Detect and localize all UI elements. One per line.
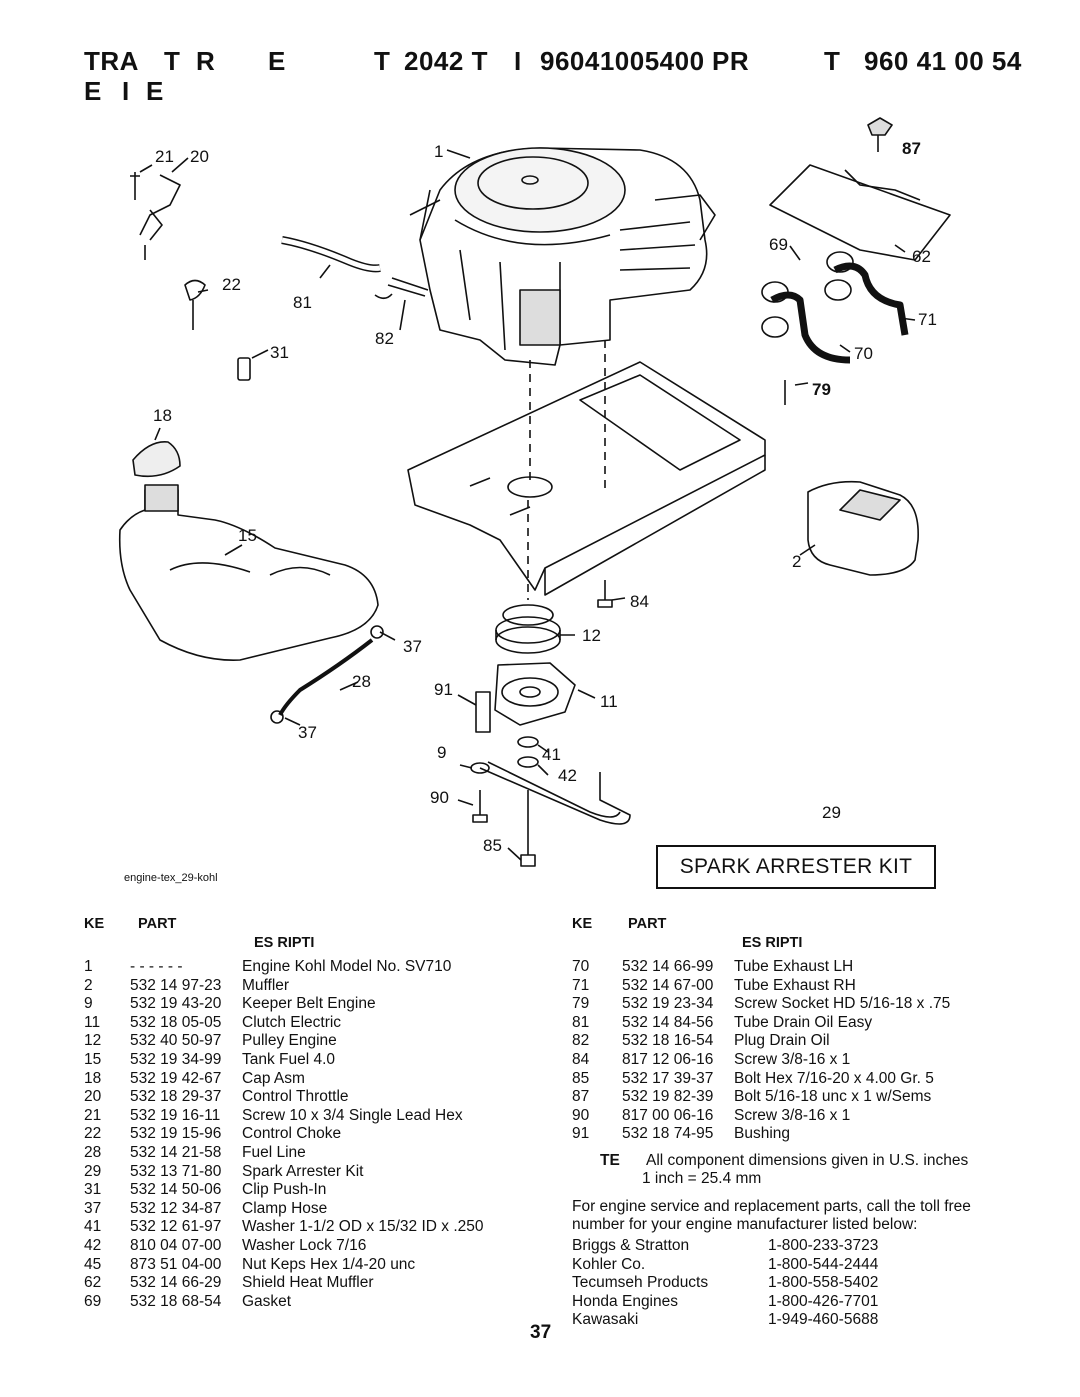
callout-87: 87 xyxy=(902,139,921,158)
callout-37-lower: 37 xyxy=(298,723,317,742)
header-word: I xyxy=(122,76,130,106)
callout-15: 15 xyxy=(238,526,257,545)
note-label: TE xyxy=(600,1152,620,1169)
callout-70: 70 xyxy=(854,344,873,363)
callout-12: 12 xyxy=(582,626,601,645)
callout-42: 42 xyxy=(558,766,577,785)
callout-71: 71 xyxy=(918,310,937,329)
callout-11: 11 xyxy=(600,692,618,711)
callout-69: 69 xyxy=(769,235,788,254)
callout-28: 28 xyxy=(352,672,371,691)
spark-arrester-kit-box: SPARK ARRESTER KIT xyxy=(656,845,936,889)
header-word: T xyxy=(164,46,181,76)
callout-2: 2 xyxy=(792,552,801,571)
callout-62: 62 xyxy=(912,247,931,266)
right-header-key: KE xyxy=(572,916,593,932)
diagram-callouts: 21 20 1 87 22 81 82 31 69 62 71 70 79 18… xyxy=(153,139,937,855)
note-line1: All component dimensions given in U.S. i… xyxy=(646,1152,969,1169)
left-header-part: PART xyxy=(138,916,177,932)
diagram-caption: engine-tex_29-kohl xyxy=(124,872,218,884)
callout-18: 18 xyxy=(153,406,172,425)
left-header-desc: ES RIPTI xyxy=(254,935,315,951)
callout-31: 31 xyxy=(270,343,289,362)
list-item: Kohler Co.1-800-544-2444 xyxy=(572,1255,879,1273)
note-line2: 1 inch = 25.4 mm xyxy=(642,1170,762,1187)
engine-drawing xyxy=(409,147,716,366)
header-word: T xyxy=(374,46,391,76)
callout-37-upper: 37 xyxy=(403,637,422,656)
service-line1: For engine service and replacement parts… xyxy=(572,1198,971,1215)
callout-84: 84 xyxy=(630,592,649,611)
header-word: 96041005400 xyxy=(540,46,705,76)
right-header-part: PART xyxy=(628,916,667,932)
header-word: R xyxy=(196,46,216,76)
callout-22: 22 xyxy=(222,275,241,294)
callout-91: 91 xyxy=(434,680,453,699)
engine-parts-diagram: 21 20 1 87 22 81 82 31 69 62 71 70 79 18… xyxy=(118,117,951,867)
callout-41: 41 xyxy=(542,745,561,764)
service-line2: number for your engine manufacturer list… xyxy=(572,1216,918,1233)
callout-29: 29 xyxy=(822,803,841,822)
callout-81: 81 xyxy=(293,293,312,312)
header-word: T xyxy=(824,46,841,76)
callout-9: 9 xyxy=(437,743,446,762)
header-word: 2042 T xyxy=(404,46,488,76)
right-header-desc: ES RIPTI xyxy=(742,935,803,951)
header-word: E xyxy=(84,76,102,106)
callout-82: 82 xyxy=(375,329,394,348)
left-header-key: KE xyxy=(84,916,105,932)
callout-20: 20 xyxy=(190,147,209,166)
table-row: 1- - - - - -Engine Kohl Model No. SV710 xyxy=(84,958,452,975)
header-word: PR xyxy=(712,46,750,76)
header-word: 960 41 00 54 xyxy=(864,46,1022,76)
page-number: 37 xyxy=(530,1322,552,1343)
callout-79: 79 xyxy=(812,380,831,399)
header-word: I xyxy=(514,46,522,76)
callout-85: 85 xyxy=(483,836,502,855)
left-parts-table: 1- - - - - -Engine Kohl Model No. SV710 … xyxy=(84,958,524,1311)
callout-90: 90 xyxy=(430,788,449,807)
callout-1: 1 xyxy=(434,142,443,161)
header-word: E xyxy=(268,46,286,76)
header-word: TRA xyxy=(84,46,139,76)
header-word: E xyxy=(146,76,164,106)
callout-21: 21 xyxy=(155,147,174,166)
